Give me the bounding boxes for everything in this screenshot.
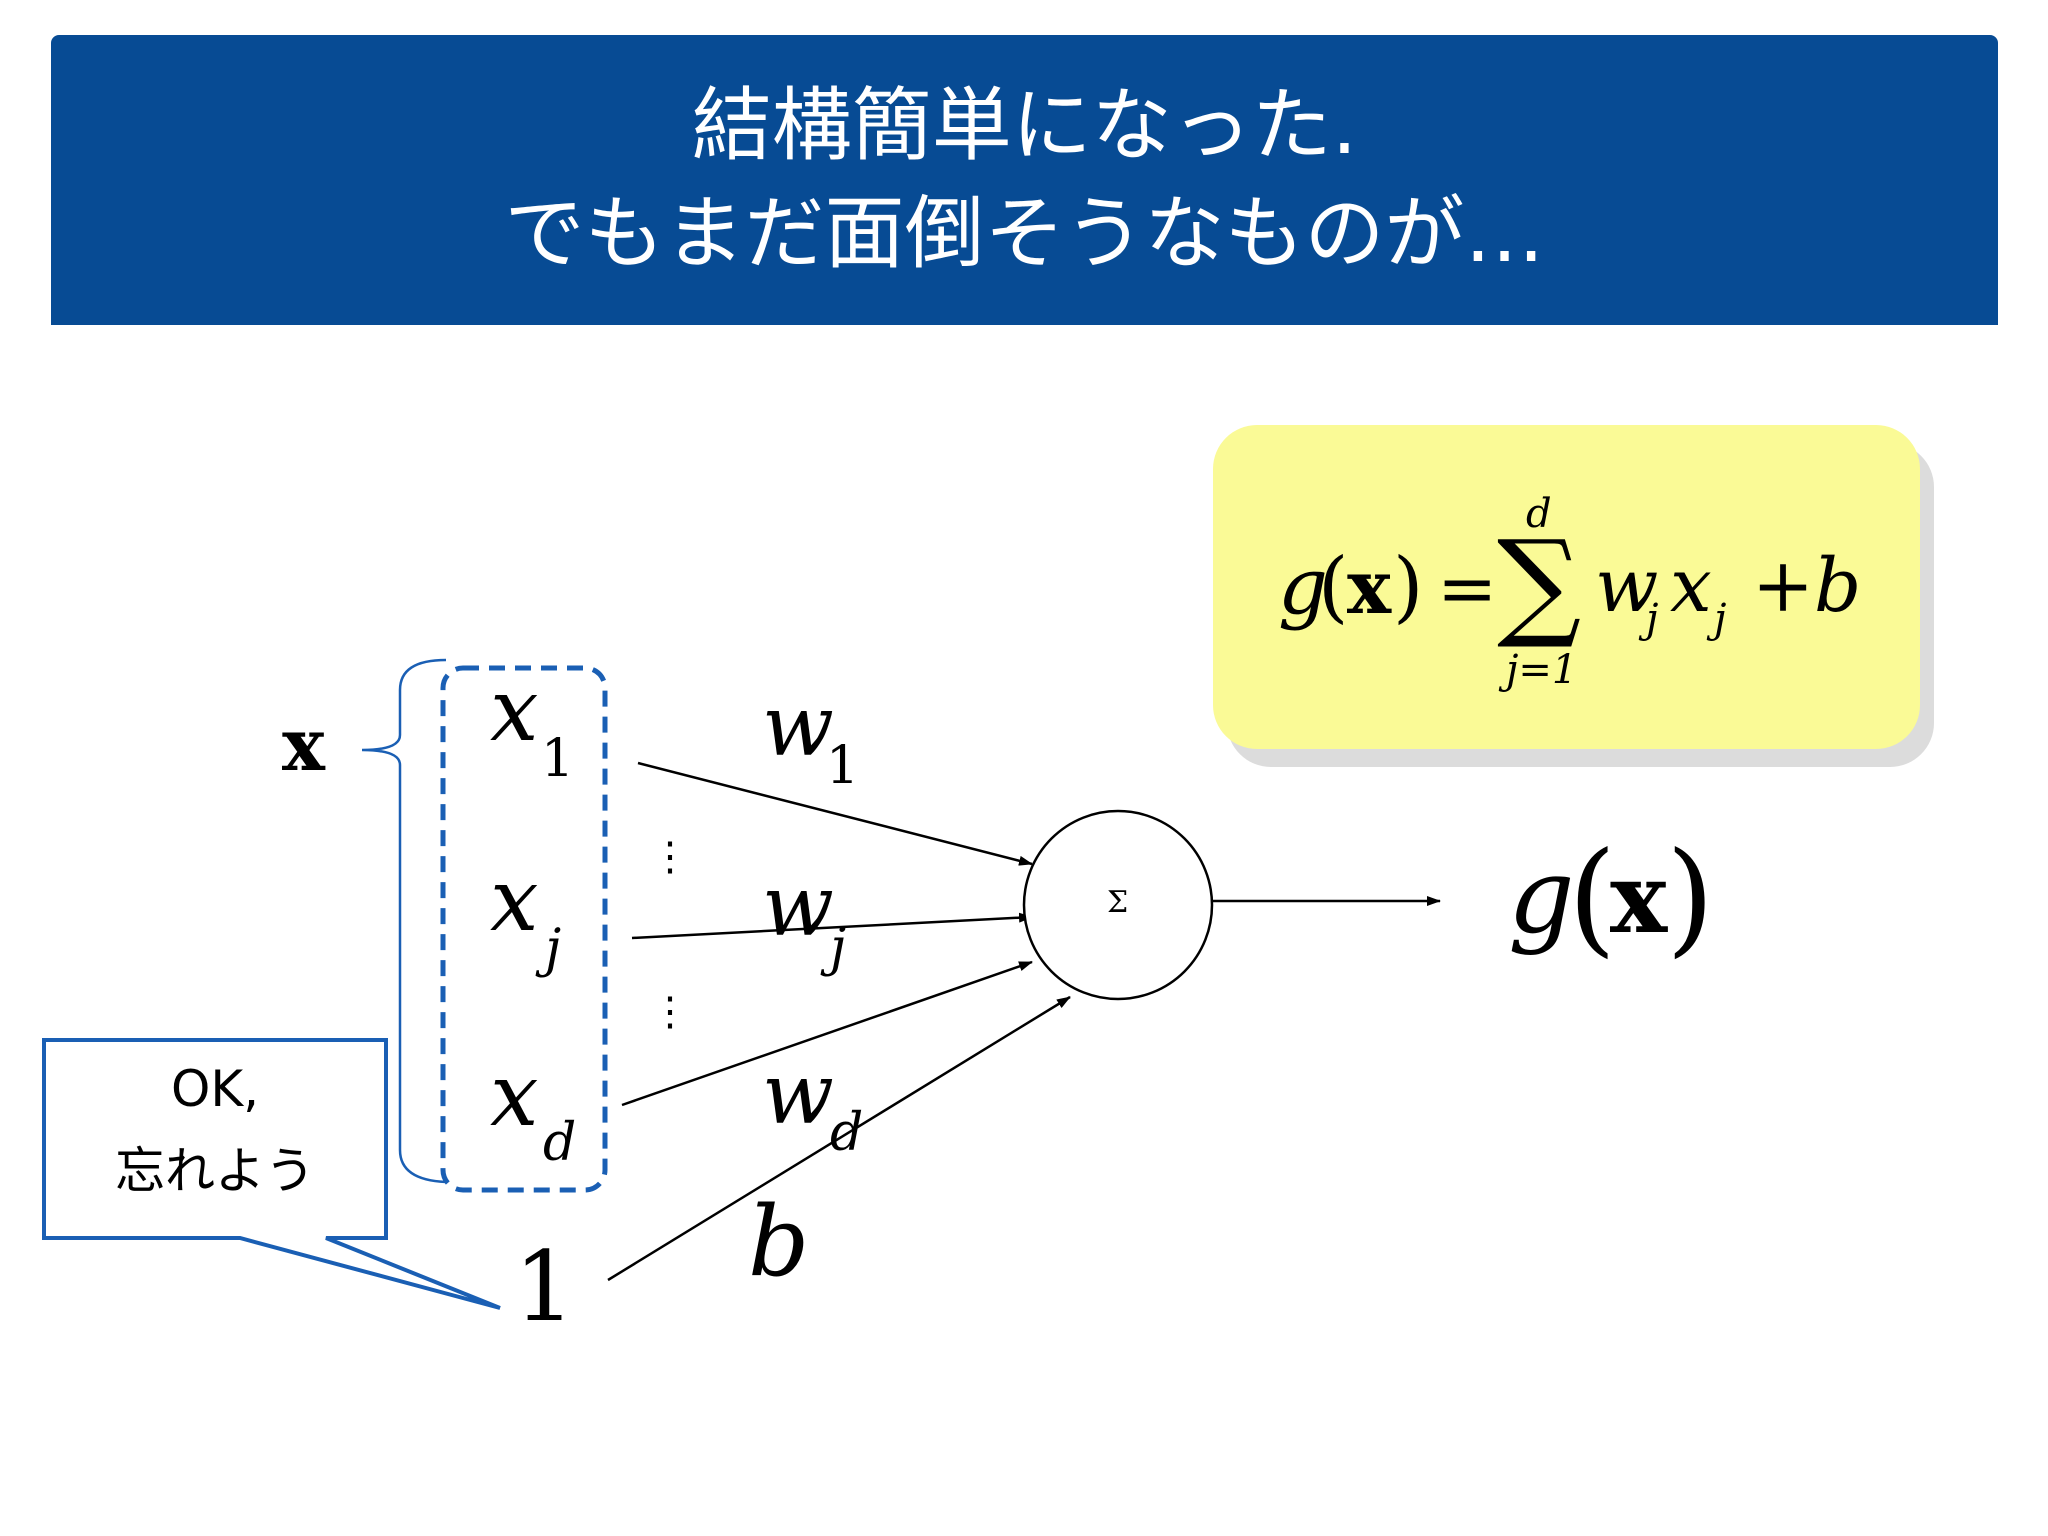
formula-lower-limit: j=1: [1498, 647, 1577, 693]
callout-line-1: OK,: [171, 1060, 259, 1118]
output-g: g: [1508, 835, 1575, 957]
callout-line-2: 忘れよう: [115, 1142, 315, 1200]
formula-equals: =: [1437, 546, 1497, 630]
formula-g: g: [1278, 542, 1328, 632]
neuron-sum-symbol: Σ: [1107, 885, 1128, 920]
weight-bias-b: b: [748, 1186, 809, 1298]
vector-x-label: x: [282, 702, 326, 787]
weight-wd-sub: d: [830, 1103, 863, 1163]
edge-xd: [621, 960, 1033, 1107]
formula-sum-symbol: ∑: [1497, 514, 1581, 652]
weight-wd-var: w: [762, 1045, 834, 1143]
formula-close-paren: ): [1393, 542, 1423, 632]
weight-w1-sub: 1: [826, 736, 859, 796]
formula-plus-b: +b: [1752, 543, 1861, 629]
output-close-paren: ): [1666, 826, 1714, 970]
title-bar: 結構簡単になった. でもまだ面倒そうなものが…: [51, 35, 1998, 325]
output-x: x: [1610, 842, 1668, 955]
input-xj: x j: [490, 851, 561, 979]
input-xj-var: x: [490, 851, 539, 951]
inputs-dashed-box: [440, 665, 608, 1193]
input-xd: x d: [490, 1046, 576, 1173]
formula-upper-limit: d: [1526, 491, 1552, 537]
vdots-upper: ⋮: [650, 834, 690, 880]
title-line-1: 結構簡単になった.: [691, 79, 1358, 172]
neuron-circle: [1022, 809, 1214, 1001]
output-open-paren: (: [1568, 826, 1616, 970]
weight-wj-var: w: [762, 857, 834, 955]
weight-wd: w d: [762, 1045, 863, 1163]
vdots-lower: ⋮: [650, 989, 690, 1035]
edge-x1: [637, 761, 1033, 866]
bias-input-one: 1: [514, 1231, 575, 1343]
weight-w1-var: w: [762, 677, 834, 775]
callout-bubble: [42, 1038, 501, 1310]
weight-w1: w 1: [762, 677, 859, 796]
title-line-2: でもまだ面倒そうなものが…: [504, 187, 1545, 280]
formula-box: [1213, 425, 1920, 749]
input-x1: x 1: [490, 661, 574, 789]
formula: g ( x ) = d ∑ j=1 w j x j +b: [1278, 491, 1861, 693]
formula-x-var: x: [1670, 543, 1712, 629]
output-gx: g ( x ): [1508, 826, 1714, 970]
weight-wj: w j: [762, 857, 846, 978]
input-xj-sub: j: [535, 919, 561, 979]
formula-open-paren: (: [1318, 542, 1348, 632]
vector-brace: [361, 658, 447, 1184]
input-xd-sub: d: [543, 1113, 576, 1173]
input-xd-var: x: [490, 1046, 539, 1146]
edge-xj: [631, 912, 1033, 940]
input-x1-var: x: [490, 661, 539, 761]
input-x1-sub: 1: [541, 729, 574, 789]
edge-bias: [607, 995, 1071, 1282]
formula-w: w: [1595, 543, 1658, 629]
formula-x: x: [1347, 545, 1392, 631]
